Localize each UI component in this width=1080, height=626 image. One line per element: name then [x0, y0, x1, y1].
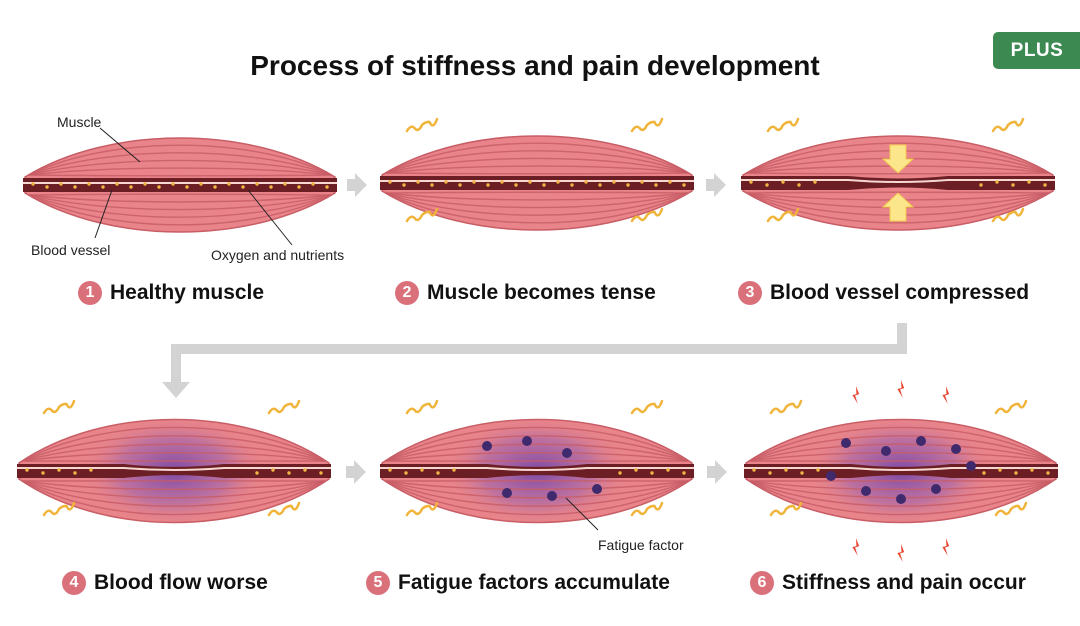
flow-arrows [162, 173, 907, 484]
muscle-1 [23, 137, 337, 233]
muscle-5 [380, 399, 694, 526]
step-label: Blood vessel compressed [770, 281, 1030, 304]
step-5-label: 5 Fatigue factors accumulate [366, 571, 670, 595]
muscle-annotation: Muscle [57, 114, 102, 130]
muscle-3 [741, 117, 1055, 231]
step-6-label: 6 Stiffness and pain occur [750, 571, 1026, 595]
step-2-label: 2 Muscle becomes tense [395, 281, 656, 305]
step-1-label: 1 Healthy muscle [78, 281, 264, 305]
step-number-badge: 5 [366, 571, 390, 595]
muscle-4 [17, 399, 331, 526]
step-number-badge: 4 [62, 571, 86, 595]
fatigue-factor-annotation: Fatigue factor [598, 537, 684, 553]
step-number-badge: 6 [750, 571, 774, 595]
blood-vessel-annotation: Blood vessel [31, 242, 111, 258]
step-label: Healthy muscle [110, 281, 265, 304]
step-number-badge: 1 [78, 281, 102, 305]
muscle-6 [744, 380, 1058, 562]
annotation-leader-lines [94, 127, 599, 531]
step-4-label: 4 Blood flow worse [62, 571, 268, 595]
step-label: Muscle becomes tense [427, 281, 656, 304]
step-label: Stiffness and pain occur [782, 571, 1026, 594]
plus-badge[interactable]: PLUS [993, 32, 1080, 69]
step-label: Fatigue factors accumulate [398, 571, 670, 594]
muscle-2 [380, 117, 694, 231]
step-3-label: 3 Blood vessel compressed [738, 281, 1029, 305]
oxygen-nutrients-annotation: Oxygen and nutrients [211, 247, 345, 263]
page-title: Process of stiffness and pain developmen… [250, 50, 820, 81]
step-number-badge: 2 [395, 281, 419, 305]
step-number-badge: 3 [738, 281, 762, 305]
step-label: Blood flow worse [94, 571, 268, 594]
